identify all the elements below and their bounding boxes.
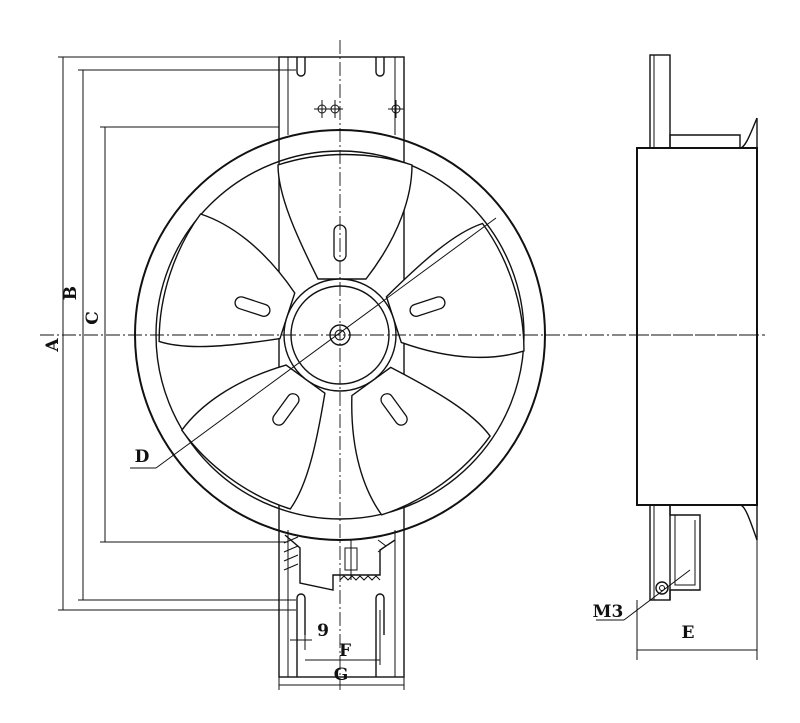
- side-dimension-lines: [596, 540, 758, 660]
- fan-blade: [277, 153, 413, 280]
- dimension-label-a: A: [43, 338, 63, 353]
- dimension-lines: [58, 56, 497, 690]
- dimension-label-c: C: [83, 311, 103, 325]
- dimension-label-f: F: [339, 641, 351, 661]
- dimension-label-9: 9: [317, 621, 329, 641]
- dimension-label-g: G: [334, 665, 349, 685]
- fan-blades: [158, 153, 525, 516]
- thread-label-m3: M3: [593, 602, 624, 622]
- fan-blade: [158, 213, 296, 348]
- front-view: [40, 40, 760, 690]
- fan-blade: [385, 222, 525, 359]
- dimension-label-e: E: [682, 623, 695, 643]
- dimension-label-d: D: [135, 447, 150, 467]
- dimension-label-b: B: [61, 286, 81, 300]
- side-view: [630, 54, 765, 601]
- junction-box: [283, 534, 396, 591]
- mounting-bracket: [278, 56, 405, 678]
